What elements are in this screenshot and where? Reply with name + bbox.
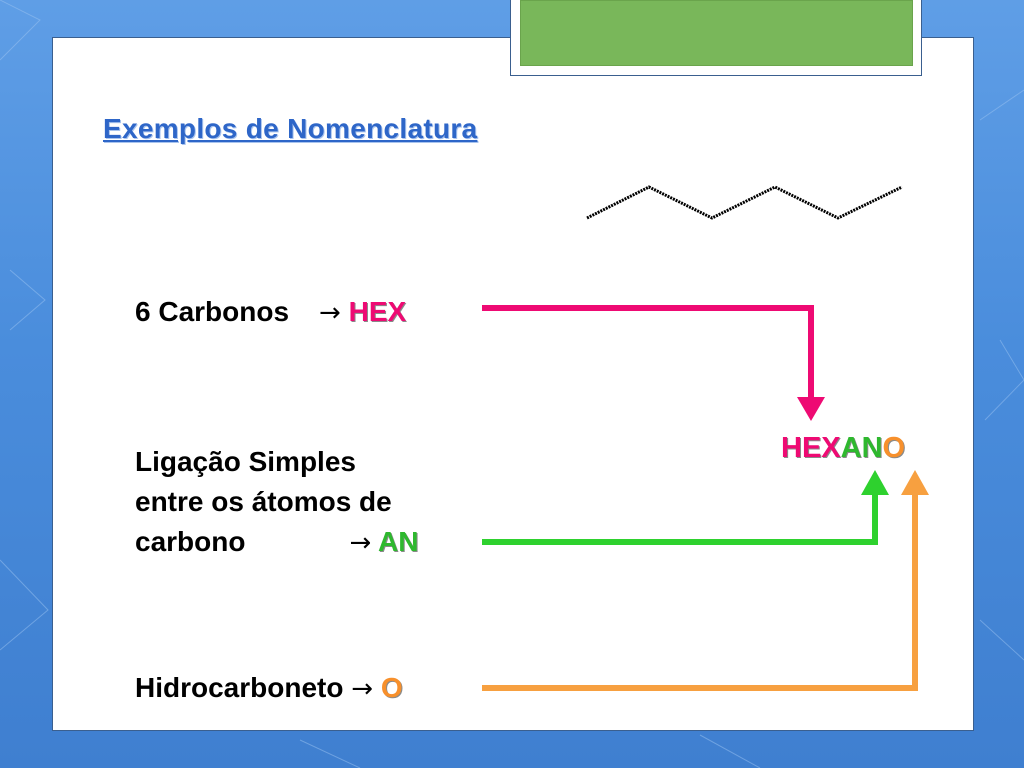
result-part-hex: HEX	[781, 432, 841, 464]
hexane-skeletal-structure	[586, 185, 903, 220]
arrow-right-icon: →	[351, 674, 374, 704]
row-bond-type: Ligação Simples entre os átomos de carbo…	[135, 442, 418, 563]
row-carbon-count: 6 Carbonos → HEX	[135, 292, 406, 333]
result-part-o: O	[882, 432, 906, 464]
green-header-box	[510, 0, 922, 76]
suffix-hex: HEX	[348, 296, 407, 327]
row-label-line-1: Ligação Simples	[135, 446, 356, 477]
connector-hex	[482, 305, 814, 400]
suffix-an: AN	[378, 526, 419, 557]
row-label-line-3: carbono	[135, 526, 246, 557]
arrowhead-hex	[797, 397, 825, 421]
slide-content	[52, 37, 974, 731]
row-label-line-2: entre os átomos de	[135, 486, 392, 517]
connector-an	[482, 492, 878, 545]
green-header-fill	[520, 0, 913, 66]
arrow-right-icon: →	[349, 528, 372, 558]
arrowhead-an	[861, 470, 889, 495]
slide-title: Exemplos de Nomenclatura	[103, 113, 478, 144]
row-compound-class: Hidrocarboneto → O	[135, 668, 403, 709]
row-label-hidrocarboneto: Hidrocarboneto	[135, 672, 344, 703]
connector-o	[482, 492, 918, 691]
result-word-hexano: HEXANO	[781, 428, 905, 468]
suffix-o: O	[380, 672, 403, 703]
arrowhead-o	[901, 470, 929, 495]
arrow-right-icon: →	[319, 298, 341, 328]
result-part-an: AN	[840, 432, 883, 464]
row-label-carbonos: 6 Carbonos	[135, 296, 290, 327]
